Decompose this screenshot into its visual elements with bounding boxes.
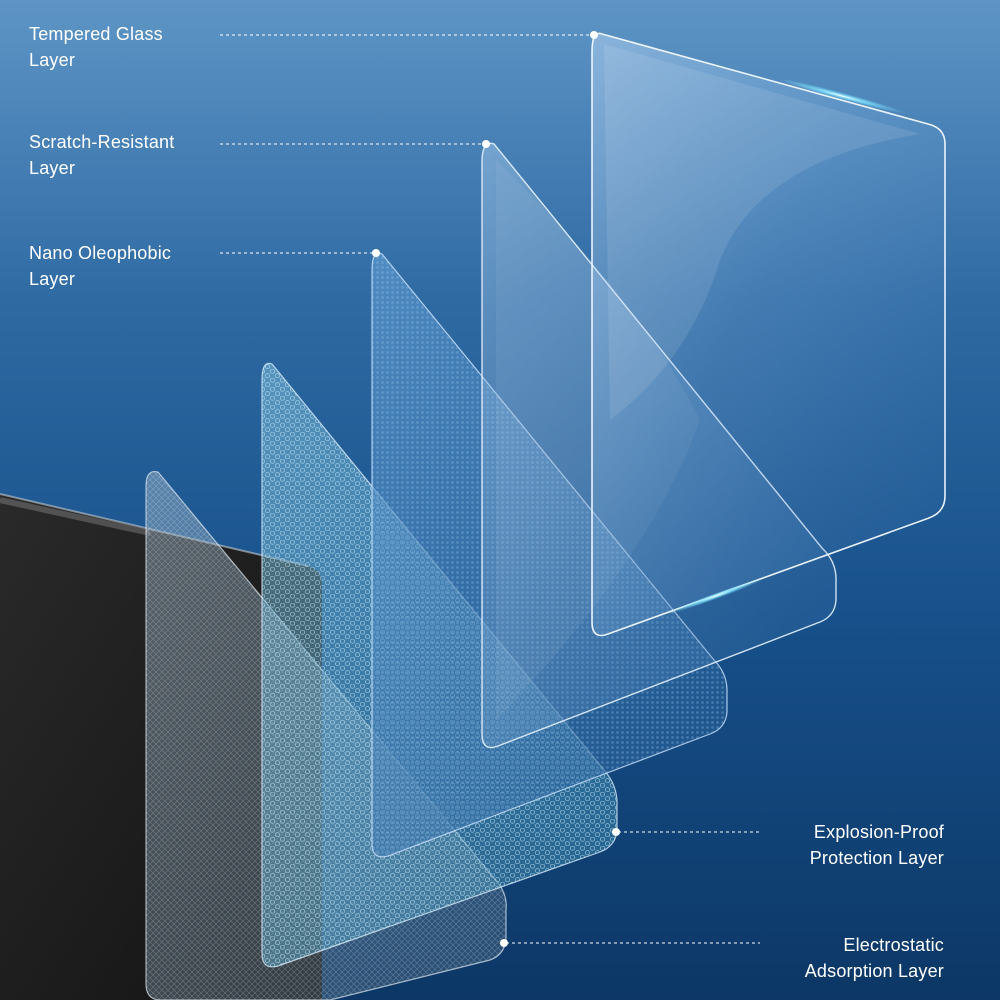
label-scratch-resistant: Scratch-Resistant Layer — [29, 132, 175, 178]
callout-markers — [372, 31, 620, 947]
callout-dot-icon — [612, 828, 620, 836]
callout-dot-icon — [500, 939, 508, 947]
callout-dot-icon — [482, 140, 490, 148]
callout-dot-icon — [590, 31, 598, 39]
glare-highlight — [667, 577, 765, 615]
label-nano-oleophobic: Nano Oleophobic Layer — [29, 243, 172, 289]
leader-lines — [220, 34, 760, 944]
callout-dot-icon — [372, 249, 380, 257]
label-electrostatic: Electrostatic Adsorption Layer — [804, 935, 944, 981]
label-explosion-proof: Explosion-Proof Protection Layer — [809, 822, 944, 868]
glare-highlight — [778, 78, 906, 114]
tempered-glass-layer — [591, 32, 946, 637]
label-tempered-glass: Tempered Glass Layer — [29, 24, 163, 70]
